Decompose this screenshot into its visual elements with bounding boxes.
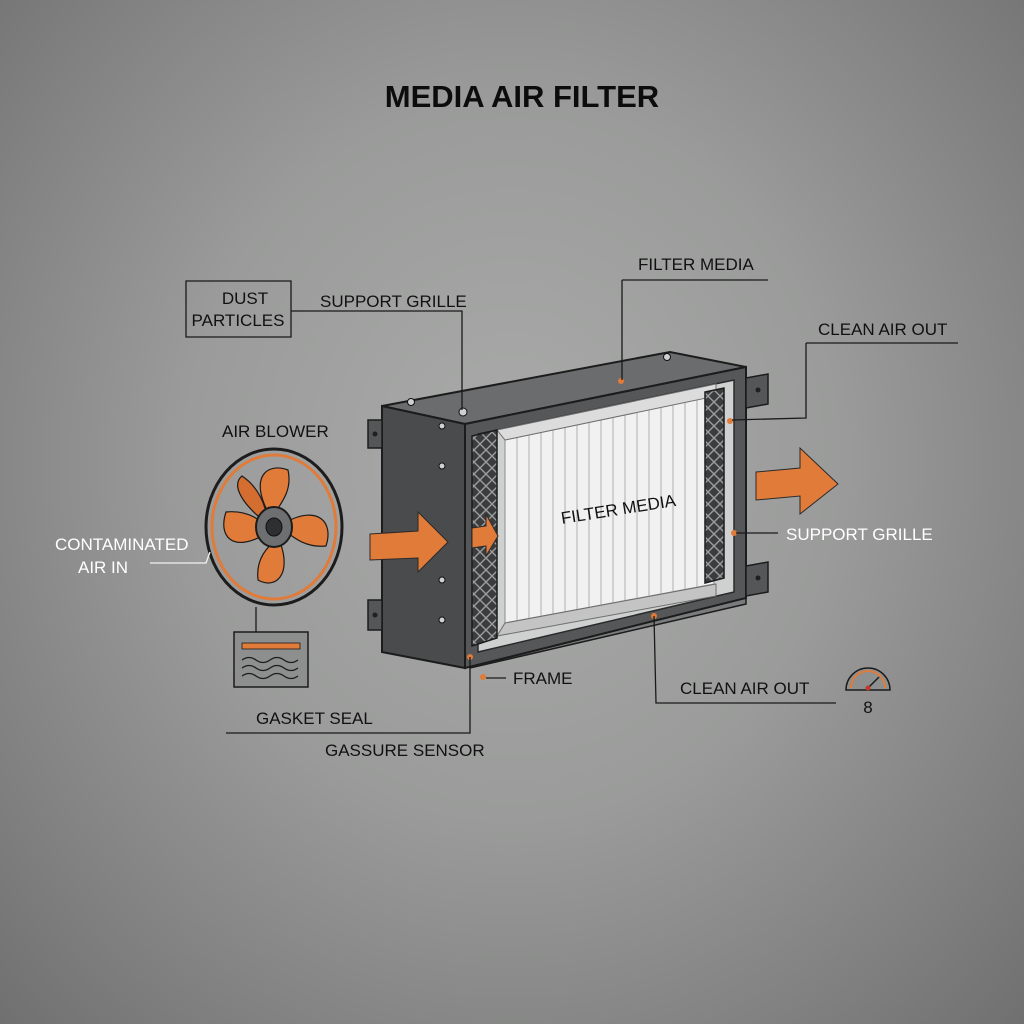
label-clean-air-out-top: CLEAN AIR OUT (818, 320, 947, 339)
label-support-grille-right: SUPPORT GRILLE (786, 525, 933, 544)
label-air-blower: AIR BLOWER (222, 422, 329, 441)
media-pleats (516, 400, 698, 621)
label-clean-air-out-bottom: CLEAN AIR OUT (680, 679, 809, 698)
fan-icon (204, 447, 344, 607)
label-gassure-sensor: GASSURE SENSOR (325, 741, 485, 760)
arrow-right-icon (471, 513, 499, 558)
arrow-right-icon (755, 446, 839, 516)
pressure-gauge-icon: 8 (845, 667, 891, 717)
leader-lines (150, 279, 958, 734)
label-dust-particles-2: PARTICLES (192, 311, 285, 330)
filter-housing (367, 350, 769, 680)
diagram-labels: DUST PARTICLES SUPPORT GRILLE FILTER MED… (55, 255, 947, 760)
page-title: MEDIA AIR FILTER (385, 79, 659, 114)
label-dust-particles-1: DUST (222, 289, 268, 308)
label-frame: FRAME (513, 669, 573, 688)
gauge-digit: 8 (863, 698, 872, 717)
label-contaminated-1: CONTAMINATED (55, 535, 188, 554)
frame-bolts (407, 353, 671, 624)
arrow-right-icon (369, 510, 449, 574)
label-filter-media-top: FILTER MEDIA (638, 255, 755, 274)
label-contaminated-2: AIR IN (78, 558, 128, 577)
label-gasket-seal: GASKET SEAL (256, 709, 373, 728)
label-support-grille-top: SUPPORT GRILLE (320, 292, 467, 311)
sensor-box-icon (233, 631, 309, 688)
support-grille-right (704, 387, 725, 584)
media-bottom-rail (495, 583, 717, 637)
airflow-arrows (369, 446, 839, 574)
leader-dots (467, 378, 737, 680)
